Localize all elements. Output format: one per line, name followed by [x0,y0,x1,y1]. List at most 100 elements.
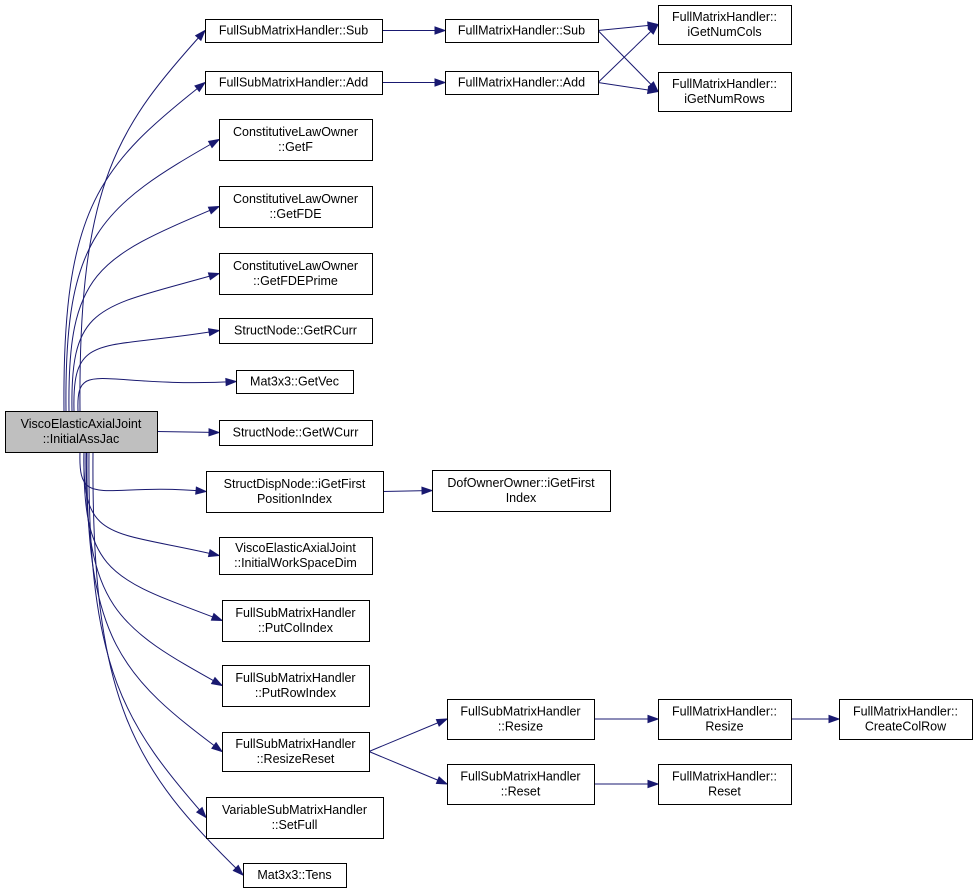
edge-arrowhead [195,486,208,495]
edge-root-to-fsmh-add [63,81,207,412]
node-label-line: FullSubMatrixHandler [460,705,580,719]
node-fmh-sub[interactable]: FullMatrixHandler::Sub [445,19,599,43]
node-box [236,370,354,394]
node-vsmh-setfull[interactable]: VariableSubMatrixHandler::SetFull [206,797,384,839]
node-sn-getwcurr[interactable]: StructNode::GetWCurr [219,420,373,446]
node-fsmh-resize[interactable]: FullSubMatrixHandler::Resize [447,699,595,740]
node-fsmh-putrow[interactable]: FullSubMatrixHandler::PutRowIndex [222,665,370,707]
node-box [205,71,383,95]
edge-line [73,330,220,412]
node-box [243,863,347,888]
node-fmh-add[interactable]: FullMatrixHandler::Add [445,71,599,95]
node-label-line: DofOwnerOwner::iGetFirst [447,476,595,490]
node-box [5,411,158,453]
node-label-line: FullMatrixHandler:: [853,705,958,719]
node-fmh-igetnumrows[interactable]: FullMatrixHandler::iGetNumRows [658,72,792,112]
node-root[interactable]: ViscoElasticAxialJoint::InitialAssJac [5,411,158,453]
edge-line [79,451,207,492]
node-label-line: ::Reset [501,785,541,799]
node-label-line: ::InitialAssJac [43,432,119,446]
node-label-line: ViscoElasticAxialJoint [235,541,356,555]
node-label-line: ::ResizeReset [257,752,335,766]
node-mat-getvec[interactable]: Mat3x3::GetVec [236,370,354,394]
node-label-line: ::SetFull [272,818,318,832]
edge-arrowhead [647,23,660,35]
node-box [658,5,792,45]
edge-root-to-fsmh-resizereset [86,451,224,753]
edge-fmh-resize-to-fmh-createcolrow [791,714,841,724]
node-label-line: ::PutColIndex [258,621,334,635]
edge-line [86,451,223,752]
node-fsmh-resizereset[interactable]: FullSubMatrixHandler::ResizeReset [222,732,370,772]
node-label-line: StructNode::GetWCurr [233,426,359,440]
node-label-line: ConstitutiveLawOwner [233,125,358,139]
node-fsmh-add[interactable]: FullSubMatrixHandler::Add [205,71,383,95]
node-box [219,186,373,228]
node-box [658,764,792,805]
node-box [445,19,599,43]
node-veaj-initws[interactable]: ViscoElasticAxialJoint::InitialWorkSpace… [219,537,373,575]
node-fmh-resize[interactable]: FullMatrixHandler::Resize [658,699,792,740]
node-box [445,71,599,95]
edge-fmh-add-to-fmh-igetnumrows [597,82,660,95]
node-label-line: FullMatrixHandler:: [672,705,777,719]
edge-root-to-sn-getrcurr [73,328,221,412]
node-clo-getfde[interactable]: ConstitutiveLawOwner::GetFDE [219,186,373,228]
node-fmh-reset[interactable]: FullMatrixHandler::Reset [658,764,792,805]
edge-line [85,451,223,686]
edge-root-to-sn-getwcurr [156,428,221,437]
node-label-line: Resize [705,720,743,734]
node-box [219,253,373,295]
edge-fsmh-add-to-fmh-add [382,78,447,87]
node-label-line: FullSubMatrixHandler [235,737,355,751]
node-label-line: FullMatrixHandler::Add [458,76,585,90]
node-label-line: Mat3x3::Tens [257,868,331,882]
node-sn-getrcurr[interactable]: StructNode::GetRCurr [219,318,373,344]
edge-arrowhead [435,718,449,727]
edge-line [88,451,207,818]
edge-line [597,24,659,83]
edge-root-to-fsmh-sub [79,29,207,412]
node-fmh-createcolrow[interactable]: FullMatrixHandler::CreateColRow [839,699,973,740]
edge-root-to-fsmh-putcol [83,451,224,622]
edge-arrowhead [435,776,449,785]
edge-arrowhead [207,272,221,281]
node-fmh-igetnumcols[interactable]: FullMatrixHandler::iGetNumCols [658,5,792,45]
node-clo-getf[interactable]: ConstitutiveLawOwner::GetF [219,119,373,161]
edges-layer [63,21,841,877]
edge-arrowhead [232,864,245,877]
node-box [658,699,792,740]
edge-fmh-add-to-fmh-igetnumcols [597,23,660,83]
edge-line [68,206,220,412]
node-mat-tens[interactable]: Mat3x3::Tens [243,863,347,888]
edge-arrowhead [207,548,221,558]
node-label-line: Reset [708,785,741,799]
node-box [839,699,973,740]
edge-arrowhead [207,205,221,215]
node-fsmh-reset[interactable]: FullSubMatrixHandler::Reset [447,764,595,805]
edge-line [71,273,220,412]
edge-arrowhead [647,714,660,724]
node-clo-getfdeprime[interactable]: ConstitutiveLawOwner::GetFDEPrime [219,253,373,295]
edge-line [368,751,448,785]
node-fsmh-sub[interactable]: FullSubMatrixHandler::Sub [205,19,383,43]
node-label-line: Mat3x3::GetVec [250,375,339,389]
node-label-line: ::Resize [498,720,543,734]
edge-fsmh-sub-to-fmh-sub [382,26,447,35]
edge-line [77,377,237,412]
node-box [219,119,373,161]
node-label-line: iGetNumRows [684,92,765,106]
node-label-line: ConstitutiveLawOwner [233,259,358,273]
node-label-line: ::InitialWorkSpaceDim [234,556,357,570]
edge-arrowhead [207,138,221,149]
edge-line [597,30,659,92]
node-box [222,732,370,772]
edge-arrowhead [210,676,224,687]
edge-fsmh-resize-to-fmh-resize [594,714,660,724]
node-label-line: iGetNumCols [687,25,761,39]
node-fsmh-putcol[interactable]: FullSubMatrixHandler::PutColIndex [222,600,370,642]
node-label-line: Index [506,491,537,505]
edge-line [83,451,220,556]
